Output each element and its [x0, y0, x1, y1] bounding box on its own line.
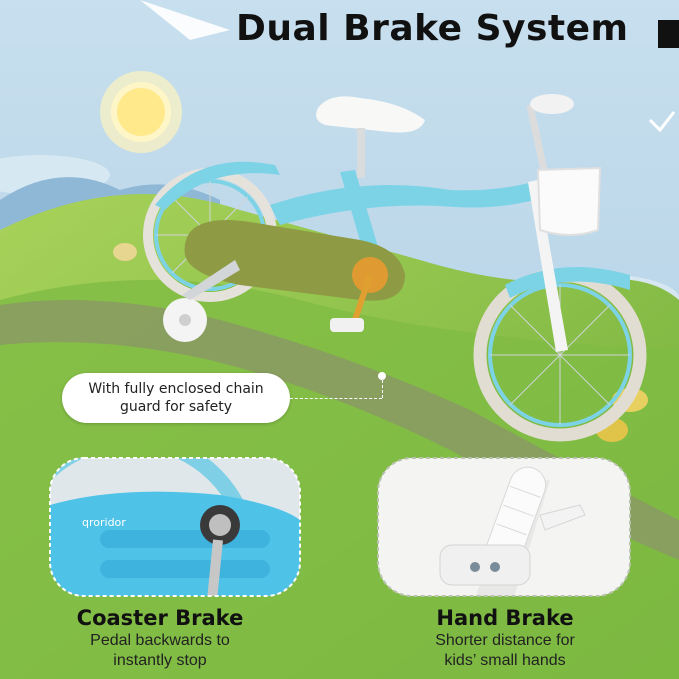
feature-title-hand-brake: Hand Brake [436, 606, 574, 630]
bird-icon [648, 111, 676, 133]
sun-icon [100, 71, 182, 153]
hand-brake-photo [377, 457, 631, 597]
callout-line-1: With fully enclosed chain [88, 381, 264, 397]
rear-fender [155, 161, 280, 210]
front-fender [505, 267, 630, 298]
feature-desc-hand-brake: Shorter distance for kids’ small hands [385, 631, 625, 671]
feature-title-coaster-brake: Coaster Brake [76, 606, 244, 630]
chain-guard-callout: With fully enclosed chain guard for safe… [62, 373, 290, 423]
brand-logo: qroridor [82, 516, 126, 529]
kids-bicycle [143, 94, 647, 442]
feature-desc-line-2: instantly stop [113, 652, 207, 669]
basket [536, 166, 602, 236]
dirt-path [0, 300, 679, 560]
feature-desc-line-1: Pedal backwards to [90, 632, 230, 649]
headline-title: Dual Brake System [236, 8, 629, 49]
chain-guard [184, 219, 405, 301]
handlebar-grip [530, 94, 574, 114]
feature-desc-coaster-brake: Pedal backwards to instantly stop [40, 631, 280, 671]
headline-accent-bar [658, 20, 679, 48]
bike-frame [270, 180, 548, 225]
callout-leader-line [290, 398, 382, 399]
callout-leader-line-vertical [382, 375, 383, 398]
feature-desc-line-1: Shorter distance for [435, 632, 575, 649]
callout-anchor-dot [378, 372, 386, 380]
coaster-brake-photo: qroridor [49, 457, 301, 597]
callout-line-2: guard for safety [119, 399, 233, 415]
feature-desc-line-2: kids’ small hands [444, 652, 566, 669]
seat [316, 96, 425, 133]
callout-text: With fully enclosed chain guard for safe… [76, 380, 276, 416]
